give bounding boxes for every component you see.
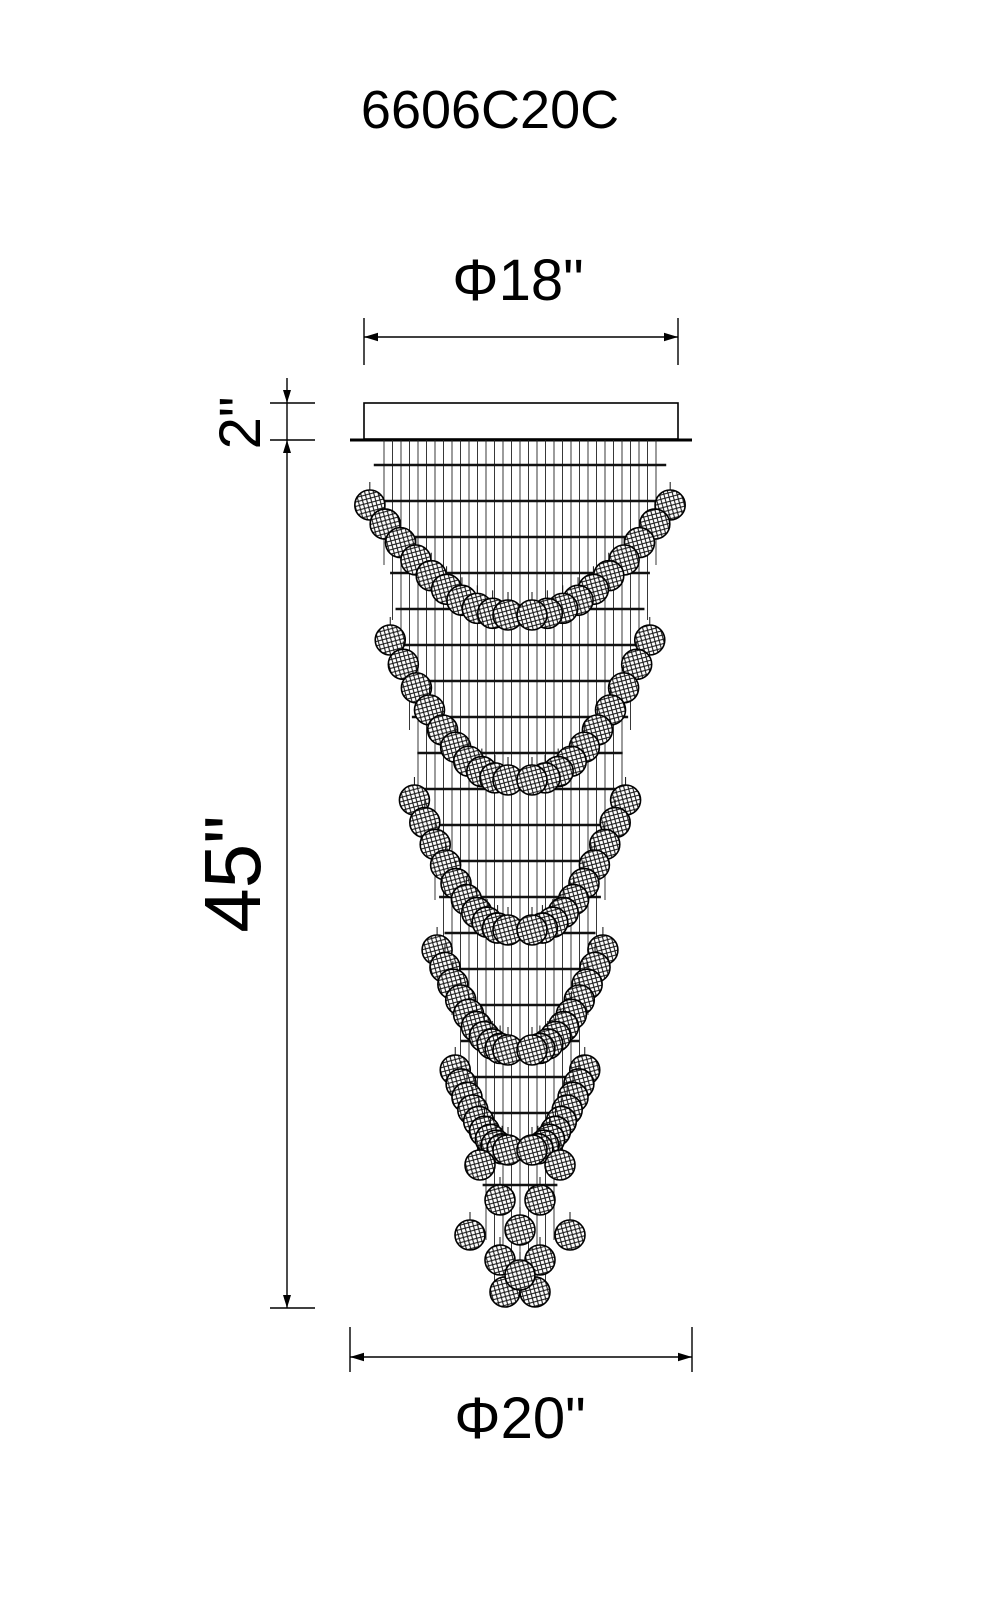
canopy-height-label: 2" <box>208 397 273 450</box>
height-dimensions: 2" 45" <box>188 378 315 1309</box>
crystal-ball <box>464 1149 496 1181</box>
canopy-arrow-top <box>283 390 291 403</box>
canopy <box>350 402 692 442</box>
chandelier-body <box>354 440 686 1308</box>
crystal-ball <box>516 599 548 631</box>
model-number: 6606C20C <box>361 80 619 140</box>
top-diameter-dimension: Φ18" <box>363 248 679 365</box>
canopy-arrow-bottom <box>283 440 291 453</box>
crystal-ball <box>554 1219 586 1251</box>
crystal-ball <box>504 1214 536 1246</box>
crystal-ball <box>633 624 666 656</box>
crystal-ball <box>374 624 407 656</box>
crystal-ball <box>516 1134 548 1166</box>
crystal-ball <box>504 1259 536 1291</box>
crystal-ball <box>516 914 548 946</box>
crystal-ball <box>454 1219 486 1251</box>
crystal-ball <box>484 1184 516 1216</box>
bottom-diameter-dimension: Φ20" <box>349 1327 693 1451</box>
body-height-label: 45" <box>188 815 277 932</box>
canopy-plate <box>363 402 679 440</box>
crystal-ball <box>516 1034 548 1066</box>
crystal-ball <box>544 1149 576 1181</box>
body-arrow-bottom <box>283 1295 291 1308</box>
bottom-diameter-label: Φ20" <box>454 1386 585 1451</box>
crystal-ball <box>524 1184 556 1216</box>
crystal-balls <box>354 482 686 1308</box>
crystal-ball <box>516 764 548 796</box>
canopy-diameter-label: Φ18" <box>452 248 583 313</box>
